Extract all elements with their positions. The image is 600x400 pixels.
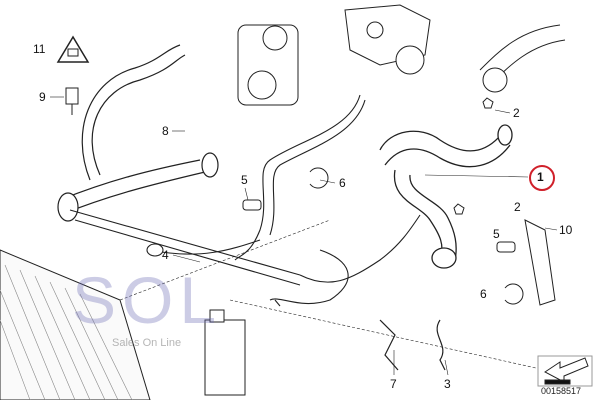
callout-11: 11 bbox=[33, 42, 46, 56]
document-number: 00158517 bbox=[541, 386, 582, 396]
radiator bbox=[0, 249, 151, 400]
leader-lines bbox=[50, 96, 591, 381]
callout-9: 9 bbox=[39, 90, 46, 104]
clamps bbox=[242, 97, 556, 371]
view-direction-icon bbox=[537, 355, 593, 387]
expansion-tank bbox=[204, 309, 246, 396]
callout-4: 4 bbox=[162, 248, 169, 262]
hose-1 bbox=[379, 124, 513, 269]
callout-10: 10 bbox=[559, 223, 573, 237]
fitting-upper-right bbox=[479, 24, 566, 93]
callout-5: 5 bbox=[493, 227, 500, 241]
hose-bleed bbox=[234, 94, 366, 261]
callout-7: 7 bbox=[390, 377, 397, 391]
hose-8 bbox=[57, 44, 219, 222]
watermark-logo: SOL bbox=[72, 263, 223, 337]
callout-1: 1 bbox=[537, 170, 544, 184]
callout-6: 6 bbox=[339, 176, 346, 190]
pipe-4 bbox=[69, 209, 421, 286]
callout-6: 6 bbox=[480, 287, 487, 301]
callout-3: 3 bbox=[444, 377, 451, 391]
callout-2: 2 bbox=[513, 106, 520, 120]
highlighted-callout-ring bbox=[529, 165, 555, 191]
sensor-9 bbox=[65, 87, 79, 115]
hose-lower bbox=[146, 239, 349, 307]
thermostat-housing bbox=[237, 24, 299, 106]
callout-8: 8 bbox=[162, 124, 169, 138]
callout-5: 5 bbox=[241, 173, 248, 187]
warning-label bbox=[56, 35, 90, 63]
water-pump bbox=[344, 4, 431, 75]
callout-2: 2 bbox=[514, 200, 521, 214]
watermark-tagline: Sales On Line bbox=[112, 337, 182, 349]
